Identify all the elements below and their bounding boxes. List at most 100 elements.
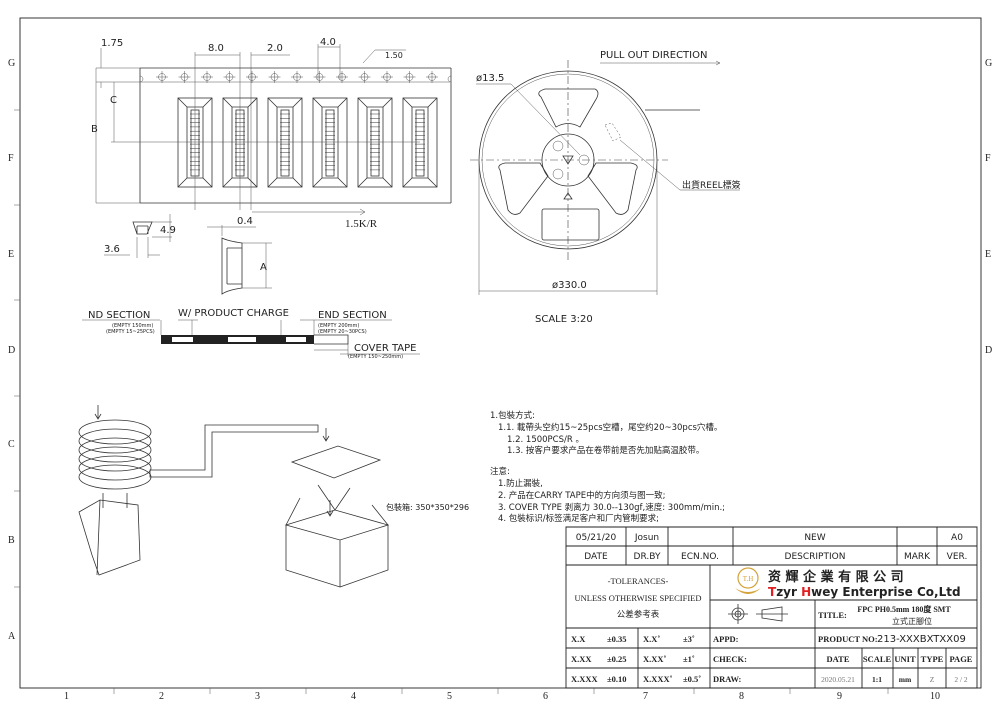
header-mark: MARK [904,552,931,562]
reel-stack-disc [78,437,152,463]
col-marker: 6 [543,691,548,702]
sheet-border [19,17,982,689]
pocket-with-connector [357,97,393,188]
dim-4-9: 4.9 [160,225,176,236]
row-marker: D [985,345,992,356]
cover-tape-label: COVER TAPE [354,343,417,354]
tolerance-value: ±0.25 [607,654,627,664]
pocket-with-connector [312,97,348,188]
tolerance-value: ±0.5˚ [683,674,701,684]
row-marker: E [8,249,14,260]
tolerances-subtitle: UNLESS OTHERWISE SPECIFIED [574,593,701,603]
col-marker: 3 [255,691,260,702]
note-line: 1.3. 按客户要求产品在卷带前是否先加贴高温胶带。 [507,445,704,456]
hub-diameter-label: ø13.5 [476,73,504,84]
note-line: 2. 产品在CARRY TAPE中的方向须与图一致; [498,490,665,501]
tolerance-value: ±1˚ [683,654,695,664]
packaging-notes: 1.包裝方式: 1.1. 載帶头空约15~25pcs空槽，尾空约20~30pcs… [490,410,725,524]
header-drby: DR.BY [634,552,661,562]
header-description: DESCRIPTION [785,552,846,562]
col-markers: 1 2 3 4 5 6 7 8 9 10 [64,691,940,702]
note-line: 注意: [490,466,510,477]
pocket-with-connector [267,97,303,188]
product-no: 213-XXXBXTXX09 [877,634,966,645]
company-name-cn: 资 輝 企 業 有 限 公 司 [768,569,904,585]
row-marker: G [985,58,992,69]
tolerances-cn: 公差参考表 [617,609,660,620]
product-no-label: PRODUCT NO: [818,634,878,644]
title-label: TITLE: [818,610,847,620]
note-line: 1.包裝方式: [490,410,535,421]
note-line: 1.1. 載帶头空约15~25pcs空槽，尾空约20~30pcs穴槽。 [498,422,722,433]
value-type: Z [930,675,935,684]
logo-text: T.H [743,575,754,583]
row-marker: D [8,345,15,356]
dim-2-0: 2.0 [267,43,283,54]
box-size-label: 包裝箱: 350*350*296 [386,502,469,512]
tolerance-key: X.XX˚ [643,654,667,664]
dim-1-50: 1.50 [385,51,403,60]
row-marker: E [985,249,991,260]
tolerance-value: ±0.35 [607,634,627,644]
tolerance-key: X.XXX [571,674,599,684]
reel-stack-disc [78,428,152,454]
header-date: DATE [584,552,608,562]
revision-description: NEW [804,533,825,543]
sprocket-hole-icon [178,71,191,83]
row-marker: B [8,535,15,546]
sprocket-hole-icon [336,71,348,83]
end-note-2: (EMPTY 20~30PCS) [318,329,367,335]
draw-label: DRAW: [713,674,742,684]
sprocket-hole-icon [223,71,236,83]
packaging-illustration: 包裝箱: 350*350*296 [78,405,469,588]
revision-version: A0 [951,533,963,543]
sprocket-hole-icon [246,71,258,83]
dim-8-0: 8.0 [208,43,224,54]
dim-a: A [260,262,267,273]
value-date: 2020.05.21 [821,675,855,684]
scale-label: SCALE 3:20 [535,314,593,325]
tolerances-title: -TOLERANCES- [608,576,669,586]
col-marker: 4 [351,691,356,702]
reel-stack-disc [78,446,152,472]
note-line: 1.防止漏裝, [498,478,543,489]
col-marker: 7 [643,691,648,702]
tolerance-key: X.XXX˚ [643,674,673,684]
header-ecn: ECN.NO. [681,552,719,562]
carrier-tape-view: 1.75 8.0 2.0 4.0 1.50 C B 1.5K/R 4.9 3.6… [91,37,452,295]
third-angle-projection-icon [728,604,788,624]
sprocket-hole-icon [313,71,326,83]
cover-note: (EMPTY 150~250mm) [348,354,403,360]
sprocket-hole-icon [156,71,168,83]
header-unit: UNIT [894,654,916,664]
col-marker: 5 [447,691,452,702]
note-line: 3. COVER TYPE 剥离力 30.0--130gf,速度: 300mm/… [498,502,725,513]
reel-view: ø13.5 出貨REEL標簽 PULL OUT DIRECTION ø330.0… [470,50,741,325]
sprocket-hole-icon [403,71,416,83]
sprocket-hole-icon [381,71,393,83]
dim-1-75: 1.75 [101,38,123,49]
header-scale: SCALE [863,654,892,664]
header-ver: VER. [947,552,968,562]
tolerance-key: X.XX [571,654,592,664]
row-markers: G F E D C B A G F E D [8,58,992,642]
title-block: 05/21/20 Josun NEW A0 DATE DR.BY ECN.NO.… [565,526,978,689]
revision-date: 05/21/20 [576,533,617,543]
reel-stack-disc [78,455,152,481]
col-marker: 9 [837,691,842,702]
pull-out-direction-label: PULL OUT DIRECTION [600,50,707,61]
company-logo: T.H [735,567,761,594]
reel-stack-disc [78,464,152,490]
row-marker: F [8,153,14,164]
row-marker: C [8,439,15,450]
row-marker: F [985,153,991,164]
tolerance-value: ±0.10 [607,674,627,684]
value-unit: mm [899,675,912,684]
header-type: TYPE [921,654,944,664]
dim-c: C [110,95,117,106]
lead-note-2: (EMPTY 15~25PCS) [106,329,155,335]
dim-b: B [91,124,98,135]
tape-sections-diagram: ND SECTION W/ PRODUCT CHARGE END SECTION… [82,308,420,360]
reel-stack-top [78,419,152,445]
